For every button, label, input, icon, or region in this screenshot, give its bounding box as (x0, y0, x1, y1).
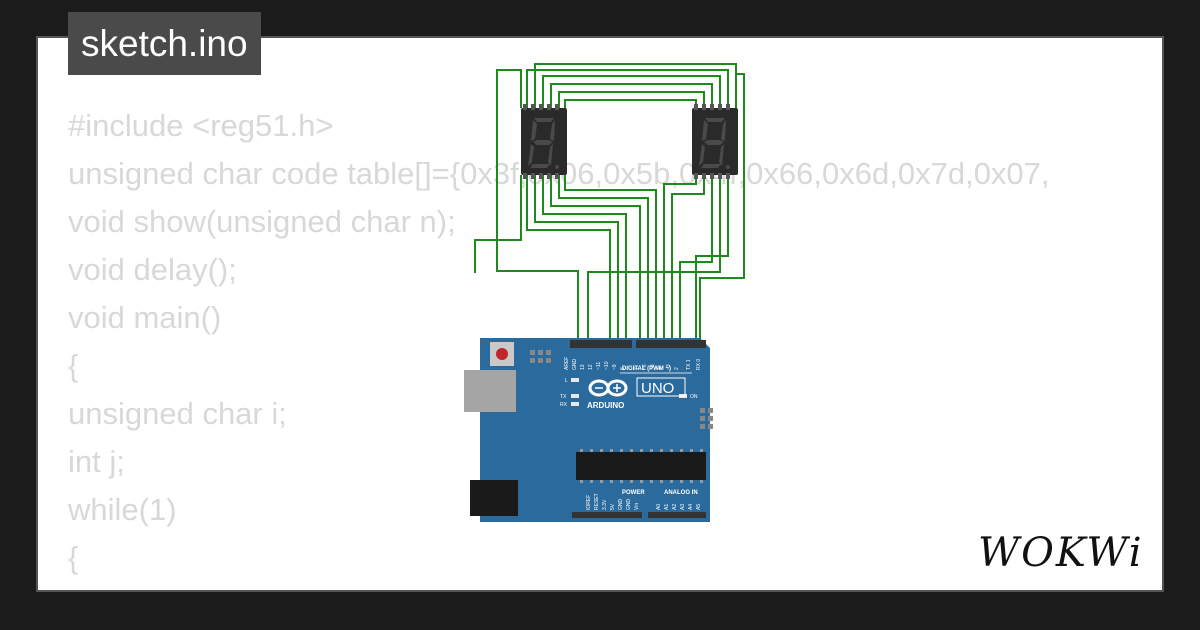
led-rx-label: RX (560, 402, 568, 408)
pin-label: ~11 (596, 362, 602, 370)
seven-segment-display-right[interactable] (692, 104, 738, 179)
pin-label: AREF (564, 357, 570, 370)
pin-label: GND (572, 359, 578, 371)
pin-label: IOREF (586, 495, 592, 510)
pin-label: 4 (658, 367, 664, 370)
led-tx-label: TX (560, 394, 567, 400)
pin-label: ~6 (642, 364, 648, 370)
wire (564, 175, 657, 345)
wire (558, 91, 705, 108)
led-l-label: L (565, 378, 568, 384)
digital-header-left (570, 340, 632, 348)
analog-header (648, 512, 706, 518)
power-pin-labels: IOREF RESET 3.3V 5V GND GND Vin (586, 493, 640, 510)
wire (695, 175, 729, 345)
pin-label: RESET (594, 493, 600, 510)
code-line: { (68, 348, 79, 383)
code-line: void show(unsigned char n); (68, 204, 456, 239)
power-label: POWER (622, 490, 645, 496)
pin-label: 2 (674, 367, 680, 370)
power-jack (470, 480, 518, 516)
usb-port (464, 370, 516, 412)
code-line: void main() (68, 300, 222, 335)
wire (699, 73, 745, 345)
file-name-tab[interactable]: sketch.ino (68, 12, 261, 75)
wire (550, 175, 641, 345)
pin-label: 3.3V (602, 499, 608, 510)
digit-segments (528, 118, 559, 169)
pin-label: ~3 (666, 364, 672, 370)
pin-label: 8 (620, 367, 626, 370)
pin-label: 13 (580, 364, 586, 370)
wire (564, 99, 697, 108)
led-rx (571, 402, 579, 406)
arduino-uno-board[interactable]: AREF GND 13 12 ~11 ~10 ~9 8 7 ~6 ~5 4 ~3… (464, 338, 713, 522)
wire (671, 175, 705, 345)
digit-segments (699, 118, 730, 169)
pin-label: TX 1 (686, 359, 692, 370)
arduino-infinity-icon (588, 379, 628, 397)
pin-label: A5 (696, 504, 702, 510)
wire (542, 75, 721, 108)
pin-label: A2 (672, 504, 678, 510)
pin-label: A4 (688, 504, 694, 510)
wire (542, 175, 627, 345)
analog-pin-labels: A0 A1 A2 A3 A4 A5 (656, 504, 702, 510)
code-line: for(i=0;i<100;i++){ (68, 582, 1164, 594)
wire (558, 175, 649, 345)
pin-label: A3 (680, 504, 686, 510)
code-background: #include <reg51.h> unsigned char code ta… (68, 102, 1164, 594)
pin-label: GND (618, 499, 624, 511)
digital-label: DIGITAL (PWM ~) (622, 366, 671, 372)
board-brand: ARDUINO (587, 401, 624, 410)
led-tx (571, 394, 579, 398)
power-header (572, 512, 642, 518)
pin-label: A0 (656, 504, 662, 510)
pin-label: 5V (610, 503, 616, 510)
board-model: UNO (641, 380, 674, 397)
pin-label: ~10 (604, 361, 610, 370)
analog-label: ANALOG IN (664, 490, 698, 496)
pin-label: GND (626, 499, 632, 511)
code-line: int j; (68, 444, 125, 479)
microcontroller-chip (576, 452, 706, 480)
wire (534, 175, 619, 345)
wire (474, 175, 522, 273)
wire (526, 69, 729, 108)
pin-label: 7 (634, 367, 640, 370)
wire (587, 175, 721, 345)
wire (550, 83, 713, 108)
digital-header-right (636, 340, 706, 348)
pin-label: ~5 (650, 364, 656, 370)
pin-label: ~9 (612, 364, 618, 370)
pin-label: Vin (634, 503, 640, 510)
pin-label: 12 (588, 364, 594, 370)
wokwi-logo: WOKWi (978, 530, 1144, 576)
wire (526, 175, 611, 345)
code-line: while(1) (68, 492, 177, 527)
wokwi-logo-text: WOKWi (978, 530, 1144, 576)
led-l (571, 378, 579, 382)
pin-label: A1 (664, 504, 670, 510)
code-line: void delay(); (68, 252, 237, 287)
seven-segment-display-left[interactable] (521, 104, 567, 179)
digital-pin-labels: AREF GND 13 12 ~11 ~10 ~9 8 7 ~6 ~5 4 ~3… (564, 357, 702, 370)
code-line: #include <reg51.h> (68, 108, 334, 143)
led-on-label: ON (690, 394, 698, 400)
code-line: unsigned char i; (68, 396, 287, 431)
wires (474, 63, 745, 345)
wire (663, 175, 697, 345)
code-line: { (68, 540, 79, 575)
wire (496, 69, 579, 345)
pin-label: RX 0 (696, 359, 702, 370)
